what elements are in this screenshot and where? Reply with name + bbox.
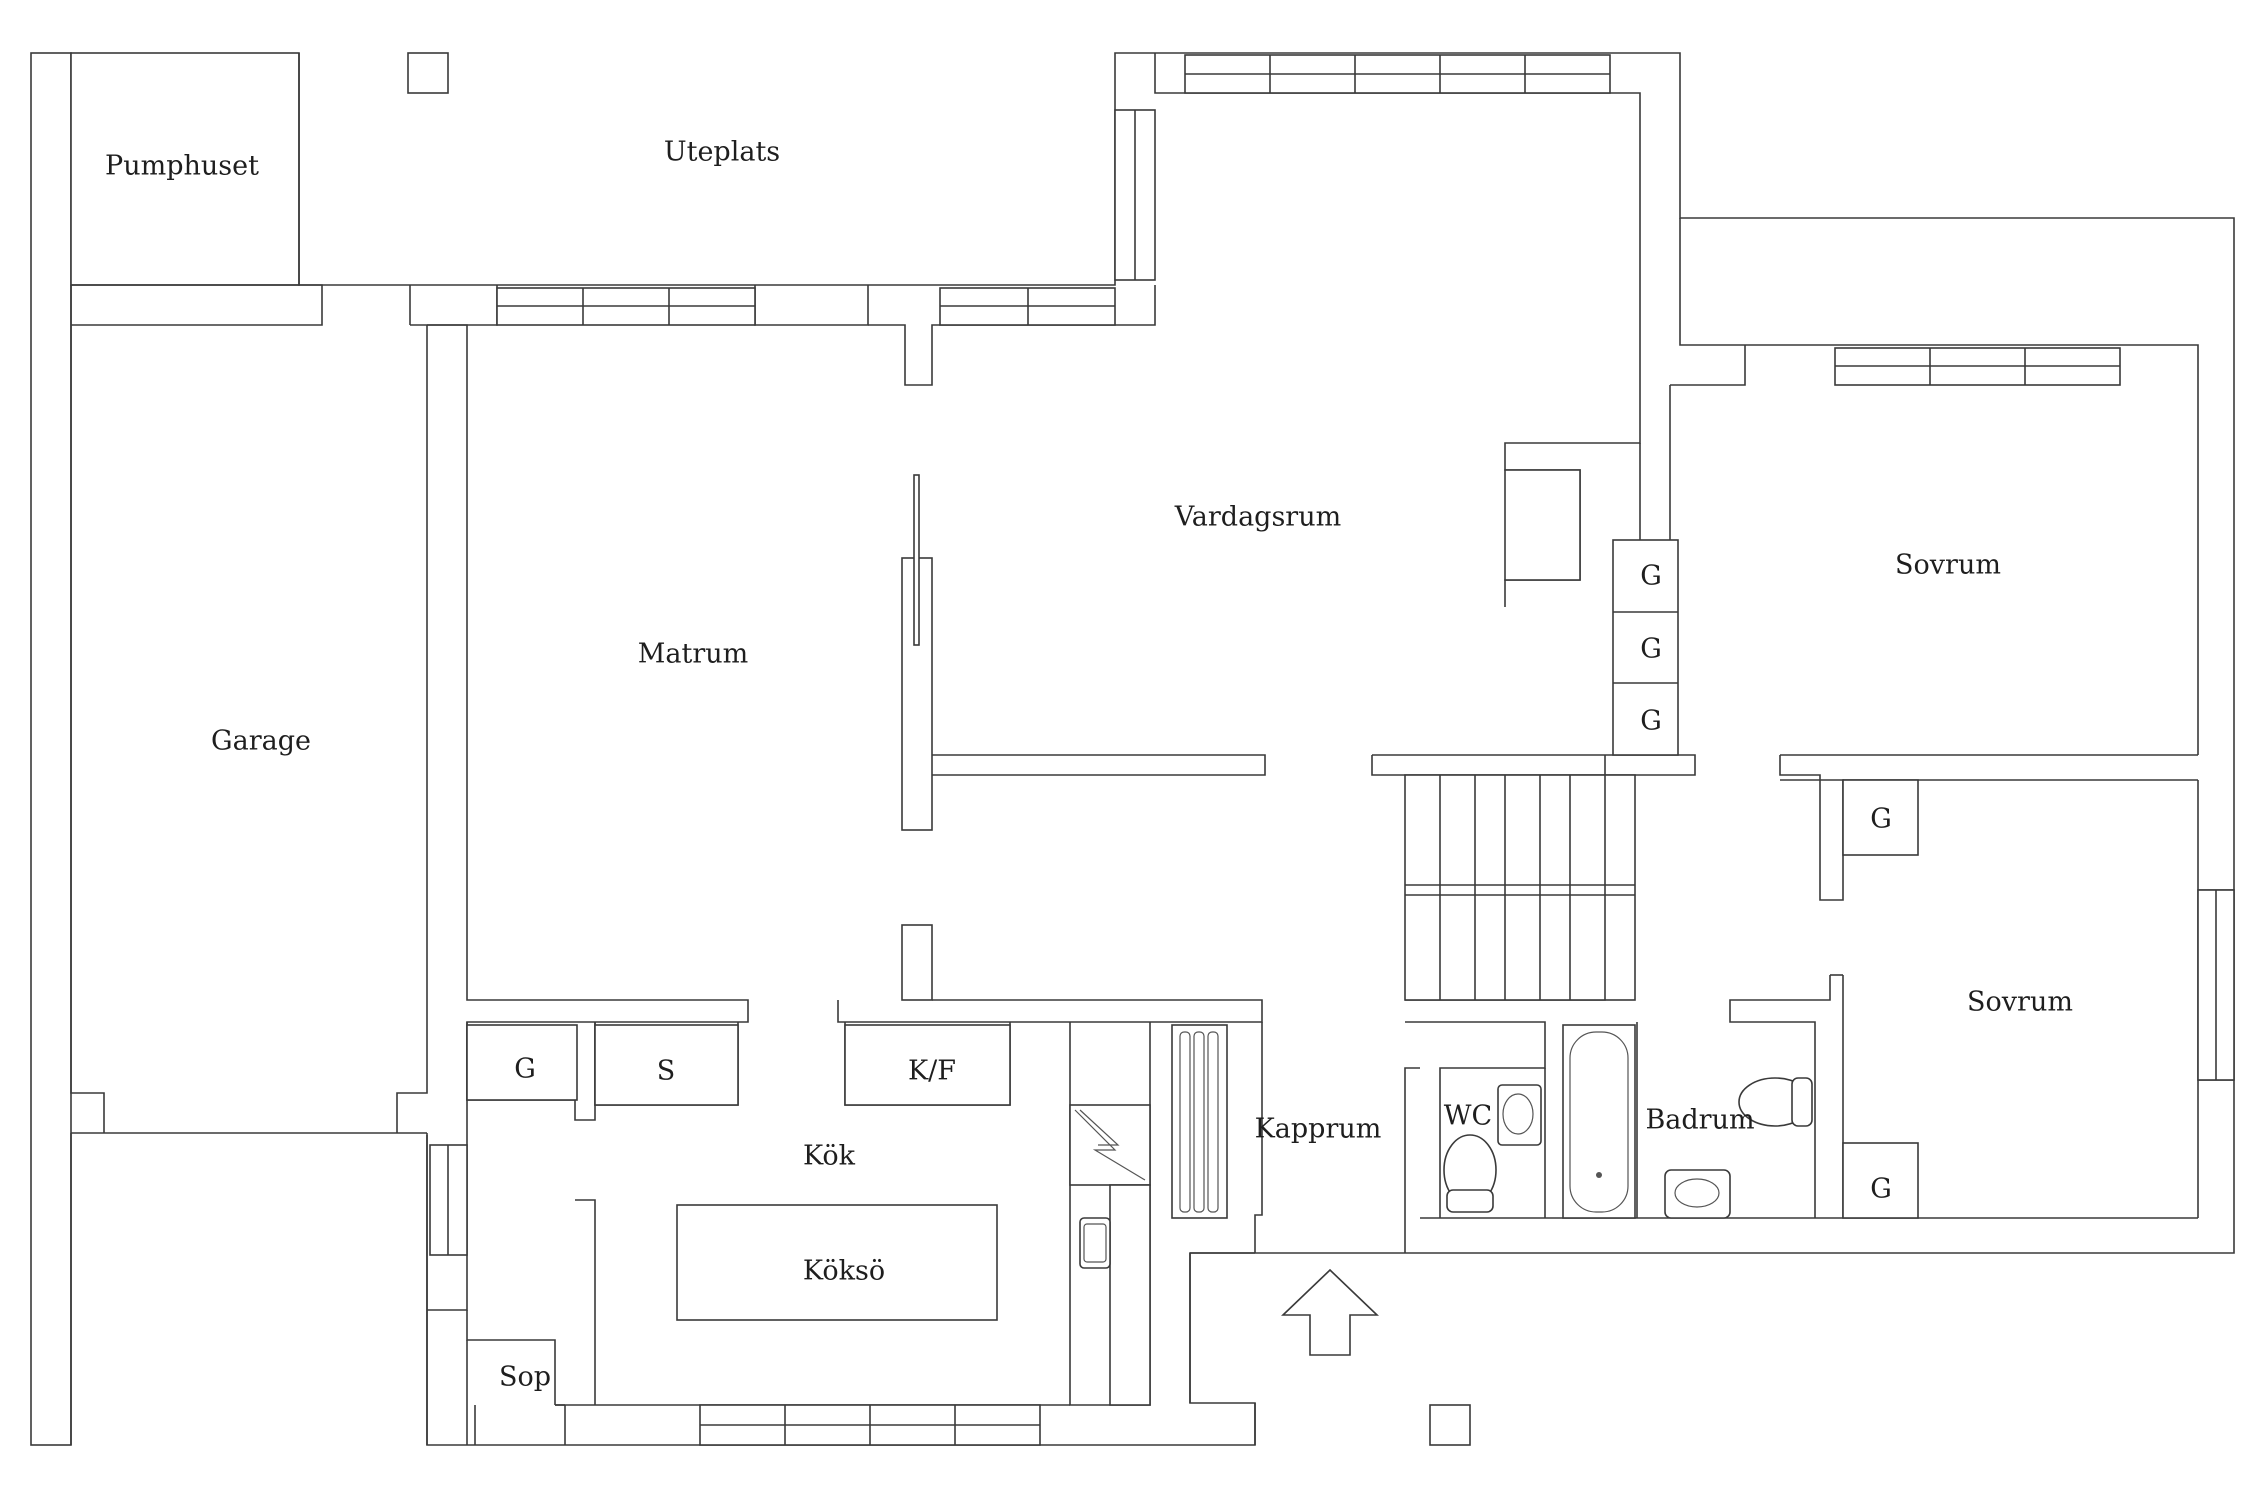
bathroom-fixtures — [1443, 1024, 1813, 1219]
label-garage: Garage — [211, 726, 311, 757]
bath-sink — [1664, 1169, 1731, 1219]
chimney — [407, 52, 449, 94]
kitchen-sink — [1079, 1217, 1111, 1269]
label-g-kok: G — [514, 1054, 536, 1085]
post — [1429, 1404, 1471, 1446]
label-kapprum: Kapprum — [1255, 1114, 1382, 1145]
entrance-arrow-icon — [1281, 1268, 1379, 1356]
label-g-4: G — [1870, 804, 1892, 835]
staircase — [1404, 774, 1636, 1001]
label-matrum: Matrum — [638, 639, 749, 670]
label-s-kok: S — [657, 1056, 676, 1087]
fireplace — [1504, 469, 1581, 581]
windows — [429, 54, 2235, 1446]
kitchen-island — [676, 1204, 998, 1321]
label-vardagsrum: Vardagsrum — [1174, 502, 1341, 533]
label-g-2: G — [1640, 634, 1662, 665]
label-wc: WC — [1444, 1101, 1492, 1132]
label-g-5: G — [1870, 1174, 1892, 1205]
room-labels: Pumphuset Uteplats Garage Matrum Vardags… — [105, 137, 2073, 1393]
label-sovrum-1: Sovrum — [1895, 550, 2001, 581]
label-pumphuset: Pumphuset — [105, 151, 259, 182]
coat-rack — [1171, 1024, 1228, 1219]
label-koksö: Köksö — [803, 1256, 885, 1287]
label-sop: Sop — [499, 1362, 551, 1393]
kitchen-counter — [1109, 1184, 1151, 1406]
label-kok: Kök — [803, 1141, 856, 1172]
label-sovrum-2: Sovrum — [1967, 987, 2073, 1018]
label-kf: K/F — [908, 1056, 956, 1087]
label-g-3: G — [1640, 706, 1662, 737]
label-g-1: G — [1640, 561, 1662, 592]
label-badrum: Badrum — [1645, 1105, 1754, 1136]
label-uteplats: Uteplats — [664, 137, 780, 168]
bathtub — [1562, 1024, 1636, 1219]
wardrobes — [466, 539, 1919, 1219]
kitchen-fixtures — [676, 1104, 1151, 1406]
